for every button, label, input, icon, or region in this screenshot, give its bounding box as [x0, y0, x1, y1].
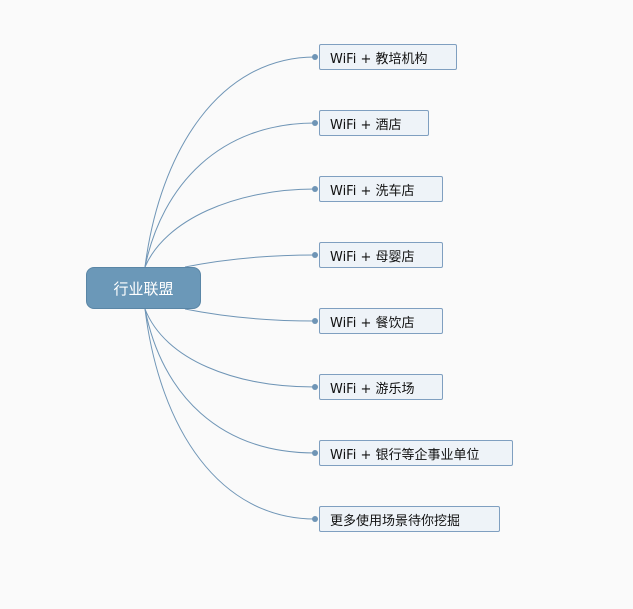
connector-5: [184, 308, 316, 322]
connector-dot-6: [312, 384, 318, 390]
connector-dots: [312, 54, 318, 522]
child-topic-label: WiFi + 教培机构: [330, 51, 428, 67]
child-topic-restaurant[interactable]: WiFi + 餐饮店: [319, 308, 443, 334]
connector-dot-3: [312, 186, 318, 192]
child-topic-more-scenarios[interactable]: 更多使用场景待你挖掘: [319, 506, 500, 532]
child-topic-label: WiFi + 餐饮店: [330, 315, 415, 331]
connector-dot-5: [312, 318, 318, 324]
child-topic-label: WiFi + 母婴店: [330, 249, 415, 265]
connector-dot-1: [312, 54, 318, 60]
child-topic-label: WiFi + 游乐场: [330, 381, 415, 397]
connector-dot-8: [312, 516, 318, 522]
connector-lines: [144, 56, 316, 520]
child-topic-label: WiFi + 银行等企事业单位: [330, 447, 480, 463]
child-topic-label: WiFi + 洗车店: [330, 183, 415, 199]
connector-dot-4: [312, 252, 318, 258]
connector-7: [144, 308, 316, 454]
connector-dot-7: [312, 450, 318, 456]
connector-1: [144, 56, 316, 268]
child-topic-label: 更多使用场景待你挖掘: [330, 513, 461, 529]
connector-2: [144, 122, 316, 268]
child-topic-bank-enterprise[interactable]: WiFi + 银行等企事业单位: [319, 440, 513, 466]
child-topic-education[interactable]: WiFi + 教培机构: [319, 44, 457, 70]
child-topic-hotel[interactable]: WiFi + 酒店: [319, 110, 429, 136]
child-topic-car-wash[interactable]: WiFi + 洗车店: [319, 176, 443, 202]
connector-8: [144, 308, 316, 520]
root-topic[interactable]: 行业联盟: [86, 267, 201, 309]
child-topic-playground[interactable]: WiFi + 游乐场: [319, 374, 443, 400]
connector-6: [144, 308, 316, 388]
connector-4: [184, 254, 316, 268]
child-topic-maternity-store[interactable]: WiFi + 母婴店: [319, 242, 443, 268]
connector-dot-2: [312, 120, 318, 126]
root-topic-label: 行业联盟: [113, 279, 174, 298]
connector-3: [144, 188, 316, 268]
child-topic-label: WiFi + 酒店: [330, 117, 402, 133]
